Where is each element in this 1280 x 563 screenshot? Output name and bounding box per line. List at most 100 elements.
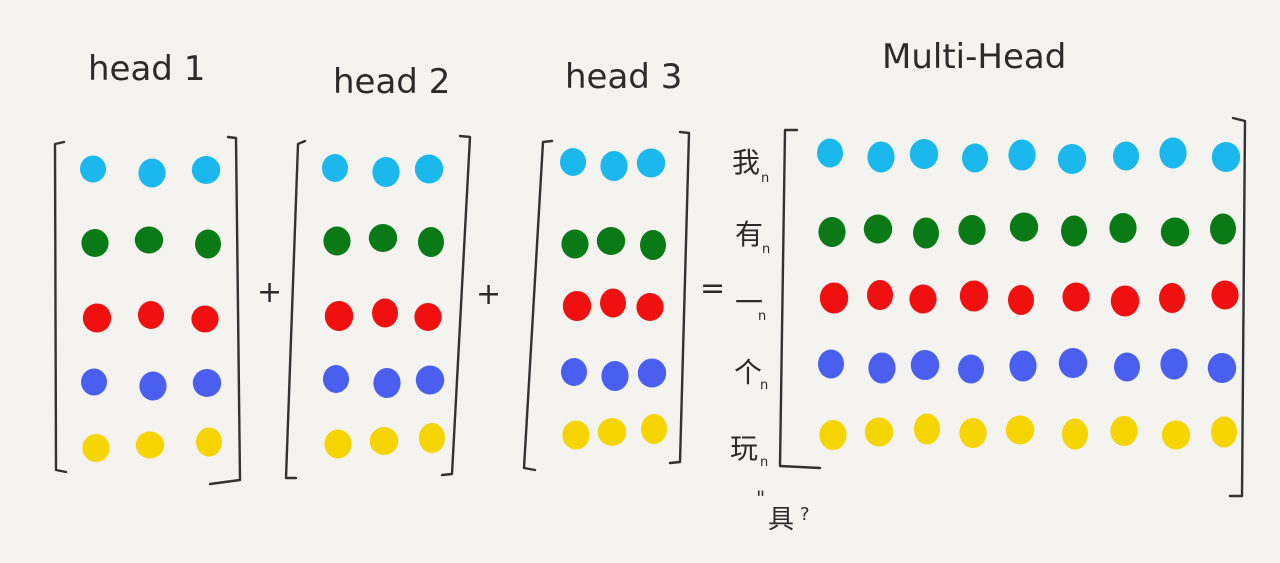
head-1-dot-r2-c3 bbox=[195, 229, 221, 259]
head-3-dot-r3-c3 bbox=[636, 293, 664, 321]
multi-head-left-bracket bbox=[778, 128, 822, 470]
multi-head-dot-r2-c6 bbox=[1061, 215, 1087, 247]
row-label-2-char: 有 bbox=[735, 218, 763, 251]
plus-operator-1: + bbox=[257, 275, 282, 310]
head-1-dot-r4-c2 bbox=[139, 371, 167, 401]
head-3-dot-r3-c2 bbox=[600, 288, 626, 318]
multi-head-dot-r5-c8 bbox=[1161, 420, 1191, 450]
head-2-dots bbox=[322, 154, 445, 459]
head-1-dots bbox=[80, 155, 222, 462]
multi-head-dot-r1-c4 bbox=[962, 143, 988, 173]
row-label-1-char: 我 bbox=[732, 146, 760, 179]
row-label-3: 一 n bbox=[735, 286, 766, 324]
head-3-dot-r5-c2 bbox=[597, 418, 627, 446]
multi-head-title: Multi-Head bbox=[882, 37, 1066, 77]
multi-head-dot-r5-c4 bbox=[959, 418, 987, 448]
head-1-dot-r5-c3 bbox=[196, 427, 222, 457]
multi-head-dot-r5-c5 bbox=[1005, 415, 1035, 445]
head-1-dot-r4-c3 bbox=[192, 369, 222, 397]
multi-head-dot-r4-c5 bbox=[1009, 350, 1037, 382]
head-1-left-bracket bbox=[53, 140, 68, 474]
multi-head-dot-r1-c3 bbox=[909, 139, 939, 169]
head-2-dot-r4-c2 bbox=[373, 368, 401, 398]
multi-head-dot-r1-c6 bbox=[1057, 144, 1087, 174]
head-2-left-bracket bbox=[284, 139, 307, 480]
multi-head-dots bbox=[817, 137, 1241, 450]
head-3-dot-r2-c1 bbox=[561, 229, 589, 259]
head-1-dot-r2-c2 bbox=[134, 226, 164, 254]
head-3-dot-r4-c2 bbox=[601, 361, 629, 391]
multi-head-right-bracket bbox=[1228, 116, 1247, 498]
head-1-title: head 1 bbox=[88, 49, 205, 89]
head-3-dot-r5-c1 bbox=[562, 420, 590, 450]
head-2-dot-r1-c2 bbox=[372, 157, 400, 187]
multi-head-dot-r5-c1 bbox=[819, 420, 847, 450]
multi-head-dot-r1-c7 bbox=[1113, 141, 1139, 171]
head-1-dot-r1-c1 bbox=[80, 155, 106, 183]
head-2-dot-r1-c3 bbox=[414, 154, 444, 184]
multi-head-dot-r4-c2 bbox=[868, 352, 896, 384]
row-label-1: 我 n bbox=[732, 146, 769, 186]
multi-head-dot-r1-c9 bbox=[1211, 142, 1241, 172]
multi-head-dot-r4-c7 bbox=[1114, 352, 1140, 382]
head-2-dot-r5-c1 bbox=[324, 429, 352, 459]
extra-label-char: 具 bbox=[768, 505, 794, 535]
multi-head-dot-r3-c7 bbox=[1110, 285, 1140, 317]
row-label-2-sub: n bbox=[762, 242, 770, 257]
head-1-right-bracket bbox=[208, 135, 242, 486]
row-label-1-sub: n bbox=[761, 171, 769, 186]
multi-head-dot-r3-c4 bbox=[959, 280, 989, 312]
head-1-dot-r4-c1 bbox=[81, 368, 107, 396]
equals-operator: = bbox=[700, 271, 725, 306]
head-2-dot-r4-c1 bbox=[323, 365, 349, 393]
head-2-dot-r4-c3 bbox=[415, 365, 445, 395]
head-2-dot-r3-c1 bbox=[324, 301, 354, 331]
row-label-4: 个 n bbox=[734, 356, 768, 393]
head-2-dot-r3-c3 bbox=[414, 303, 442, 331]
head-1-dot-r3-c1 bbox=[82, 303, 112, 333]
head-1-dot-r5-c2 bbox=[135, 431, 165, 459]
row-label-4-sub: n bbox=[760, 378, 768, 393]
head-3-dot-r2-c2 bbox=[596, 227, 626, 255]
multi-head-dot-r3-c2 bbox=[867, 280, 893, 310]
head-3-dot-r1-c2 bbox=[600, 151, 628, 181]
head-3-dot-r2-c3 bbox=[640, 230, 666, 260]
head-2-dot-r5-c2 bbox=[369, 427, 399, 455]
multi-head-dot-r4-c4 bbox=[958, 354, 984, 384]
head-3-dot-r4-c3 bbox=[637, 358, 667, 388]
extra-label-tail: ? bbox=[800, 504, 810, 525]
head-3-left-bracket bbox=[522, 139, 554, 472]
multi-head-dot-r2-c7 bbox=[1109, 213, 1137, 243]
multi-head-dot-r1-c5 bbox=[1008, 139, 1036, 171]
head-1-dot-r2-c1 bbox=[81, 229, 109, 257]
head-3-dot-r1-c3 bbox=[636, 148, 666, 178]
head-3-dot-r3-c1 bbox=[562, 291, 592, 321]
multi-head-dot-r5-c3 bbox=[914, 413, 940, 445]
head-2-dot-r5-c3 bbox=[419, 423, 445, 453]
multi-head-dot-r4-c1 bbox=[818, 349, 844, 379]
head-1-dot-r3-c2 bbox=[138, 301, 164, 329]
head-3-dot-r4-c1 bbox=[561, 358, 587, 386]
multi-head-dot-r2-c5 bbox=[1009, 212, 1039, 242]
head-1-dot-r5-c1 bbox=[82, 434, 110, 462]
row-label-4-char: 个 bbox=[734, 356, 762, 389]
head-3-dot-r1-c1 bbox=[560, 148, 586, 176]
head-3-dot-r5-c3 bbox=[641, 414, 667, 444]
multi-head-dot-r2-c9 bbox=[1210, 213, 1236, 245]
multi-head-dot-r3-c5 bbox=[1008, 285, 1034, 315]
row-label-3-sub: n bbox=[758, 309, 766, 324]
plus-operator-2: + bbox=[476, 277, 501, 312]
head-2-dot-r3-c2 bbox=[372, 298, 398, 328]
multi-head-dot-r3-c3 bbox=[909, 284, 937, 314]
multi-head-dot-r3-c9 bbox=[1211, 280, 1239, 310]
multi-head-dot-r2-c4 bbox=[958, 215, 986, 245]
head-1-dot-r1-c2 bbox=[138, 158, 166, 188]
multi-head-dot-r5-c9 bbox=[1211, 416, 1237, 448]
multi-head-dot-r2-c2 bbox=[863, 214, 893, 244]
head-3-title: head 3 bbox=[565, 57, 682, 97]
head-1-dot-r1-c3 bbox=[191, 156, 221, 184]
head-1-dot-r3-c3 bbox=[191, 305, 219, 333]
multi-head-dot-r2-c3 bbox=[913, 217, 939, 249]
row-label-3-char: 一 bbox=[735, 286, 763, 319]
multi-head-dot-r2-c8 bbox=[1160, 217, 1190, 247]
